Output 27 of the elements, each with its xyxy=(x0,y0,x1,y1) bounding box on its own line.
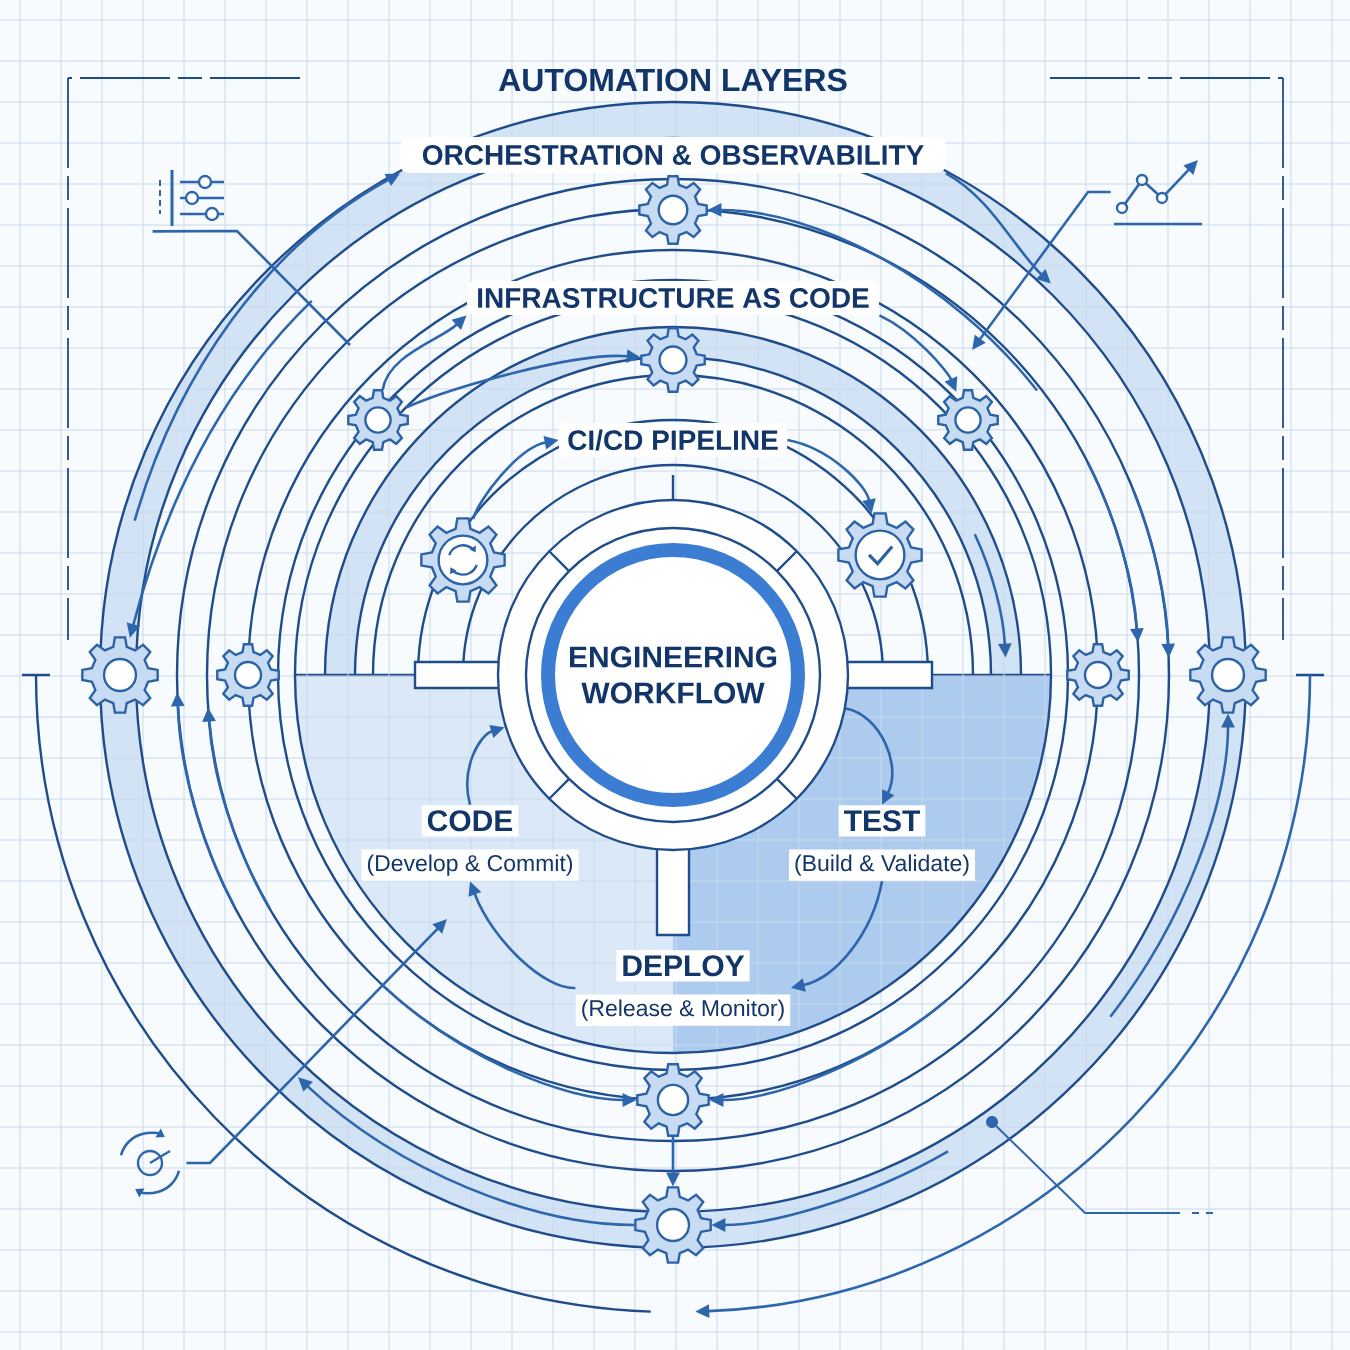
line-chart-icon xyxy=(1114,160,1202,226)
gear-icon xyxy=(347,389,409,451)
stage-title: DEPLOY xyxy=(616,950,750,982)
gear-icon xyxy=(638,175,708,245)
gear-icon xyxy=(640,327,706,393)
gear-refresh-icon xyxy=(420,517,506,603)
gear-icon xyxy=(1066,643,1130,707)
gear-icon xyxy=(634,1186,712,1264)
gear-icon xyxy=(1189,636,1267,714)
leader-line xyxy=(186,919,447,1165)
title: AUTOMATION LAYERS xyxy=(498,68,847,92)
gear-icon xyxy=(216,643,280,707)
stage-subtitle: (Develop & Commit) xyxy=(361,849,579,881)
layer-title: INFRASTRUCTURE AS CODE xyxy=(467,281,879,315)
stage-title: TEST xyxy=(838,805,926,837)
stage-title: CODE xyxy=(421,805,519,837)
gear-icon xyxy=(636,1063,710,1137)
layer-title: CI/CD PIPELINE xyxy=(559,423,787,457)
leader-line xyxy=(152,229,351,346)
stage-subtitle: (Build & Validate) xyxy=(789,849,975,881)
gear-check-icon xyxy=(837,512,923,598)
cycle-icon xyxy=(119,1128,181,1198)
layer-title: ORCHESTRATION & OBSERVABILITY xyxy=(400,137,946,173)
gear-icon xyxy=(81,636,159,714)
stage-subtitle: (Release & Monitor) xyxy=(575,994,791,1026)
gear-icon xyxy=(937,389,999,451)
sliders-icon xyxy=(159,170,226,226)
